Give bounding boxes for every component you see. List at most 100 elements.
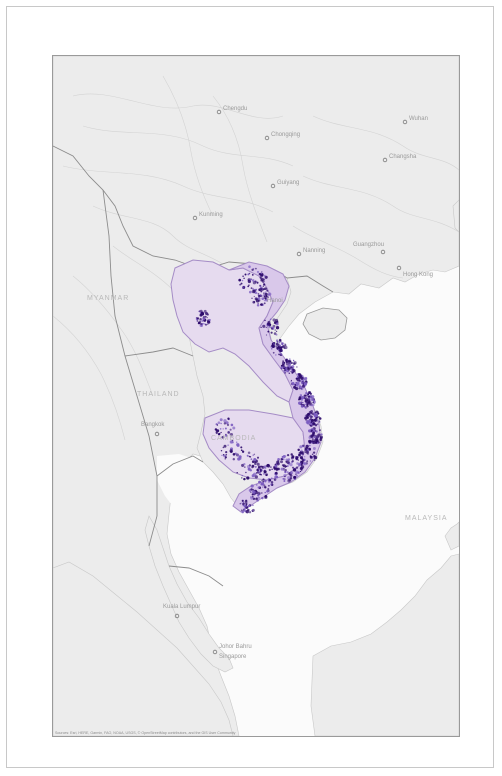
- density-point: [318, 416, 320, 418]
- density-point: [251, 289, 256, 294]
- density-point: [277, 457, 280, 461]
- density-point: [280, 366, 284, 370]
- density-point: [317, 441, 321, 444]
- density-point: [296, 366, 298, 368]
- city-marker-chengdu[interactable]: [216, 109, 222, 115]
- density-point: [274, 471, 278, 475]
- city-label-kuala-lumpur: Kuala Lumpur: [163, 604, 200, 610]
- density-point: [262, 480, 265, 483]
- density-point: [314, 413, 316, 416]
- density-point: [265, 473, 269, 477]
- density-point: [207, 320, 211, 324]
- density-point: [299, 445, 303, 449]
- density-point: [257, 496, 261, 500]
- city-label-hong-kong: Hong Kong: [403, 272, 433, 278]
- density-point: [223, 444, 227, 448]
- density-point: [241, 474, 243, 477]
- density-point: [279, 350, 282, 353]
- density-point: [256, 462, 260, 466]
- density-point: [263, 295, 266, 298]
- city-marker-guangzhou[interactable]: [380, 249, 386, 255]
- palawan-island: [444, 521, 459, 551]
- city-marker-kuala-lumpur[interactable]: [174, 613, 180, 619]
- density-point: [282, 469, 285, 472]
- density-point: [259, 284, 261, 287]
- density-point: [251, 493, 254, 496]
- density-point: [301, 450, 304, 453]
- density-point: [275, 463, 278, 465]
- density-point: [248, 290, 252, 294]
- density-point: [316, 423, 319, 425]
- density-point: [265, 326, 268, 329]
- density-point: [257, 302, 259, 304]
- density-point: [320, 433, 323, 436]
- city-marker-guiyang[interactable]: [270, 183, 276, 189]
- density-point: [283, 371, 286, 373]
- density-point: [280, 460, 283, 464]
- density-point: [314, 441, 318, 445]
- density-point: [200, 324, 203, 327]
- density-point: [276, 341, 279, 343]
- density-point: [317, 412, 320, 415]
- density-point: [250, 484, 254, 488]
- country-label-thailand: THAILAND: [137, 391, 180, 398]
- density-point: [199, 318, 202, 321]
- density-point: [265, 334, 268, 336]
- density-point: [259, 274, 263, 278]
- density-point: [308, 420, 311, 423]
- density-point: [251, 510, 254, 513]
- city-marker-kunming[interactable]: [192, 215, 198, 221]
- city-marker-bangkok[interactable]: [154, 431, 160, 437]
- basemap[interactable]: Chengdu Chongqing Wuhan Changsha Guiyang…: [53, 56, 459, 736]
- density-point: [262, 324, 266, 328]
- density-point: [298, 398, 300, 401]
- density-point: [318, 421, 321, 424]
- density-point: [253, 453, 256, 455]
- density-point: [311, 418, 314, 422]
- density-point: [284, 475, 286, 478]
- density-point: [266, 464, 271, 468]
- map-frame[interactable]: Chengdu Chongqing Wuhan Changsha Guiyang…: [52, 55, 460, 737]
- density-point: [285, 360, 288, 363]
- sumatra-island: [53, 561, 234, 736]
- density-point: [313, 436, 316, 439]
- density-point: [257, 491, 261, 495]
- density-point: [294, 384, 297, 386]
- density-point: [259, 473, 261, 476]
- density-point: [240, 449, 243, 452]
- density-point: [245, 471, 247, 474]
- density-point: [275, 333, 278, 336]
- density-point: [240, 509, 243, 512]
- city-marker-nanning[interactable]: [296, 251, 302, 257]
- density-point: [256, 270, 260, 274]
- city-marker-wuhan[interactable]: [402, 119, 408, 125]
- city-marker-chongqing[interactable]: [264, 135, 270, 141]
- density-point: [283, 480, 286, 482]
- density-point: [271, 344, 275, 349]
- density-point: [258, 468, 261, 470]
- density-point: [265, 295, 268, 298]
- density-point: [273, 343, 275, 345]
- city-marker-hong-kong[interactable]: [396, 265, 402, 271]
- density-point: [319, 438, 323, 442]
- city-label-guiyang: Guiyang: [277, 180, 299, 186]
- density-point: [239, 283, 241, 286]
- density-point: [304, 415, 306, 417]
- density-point: [287, 476, 291, 480]
- density-point: [263, 470, 267, 474]
- density-point: [220, 449, 223, 452]
- city-label-hanoi: Hanoi: [267, 298, 283, 304]
- density-point: [259, 468, 262, 470]
- density-point: [291, 466, 295, 469]
- density-point: [294, 457, 297, 459]
- city-marker-changsha[interactable]: [382, 157, 388, 163]
- density-point: [245, 510, 249, 514]
- density-point: [291, 371, 294, 374]
- density-point: [198, 322, 201, 325]
- density-point: [238, 278, 242, 282]
- density-point: [243, 277, 245, 280]
- density-point: [229, 428, 232, 431]
- density-point: [218, 432, 221, 435]
- city-marker-johor-bahru[interactable]: [212, 649, 218, 655]
- density-point: [261, 466, 264, 468]
